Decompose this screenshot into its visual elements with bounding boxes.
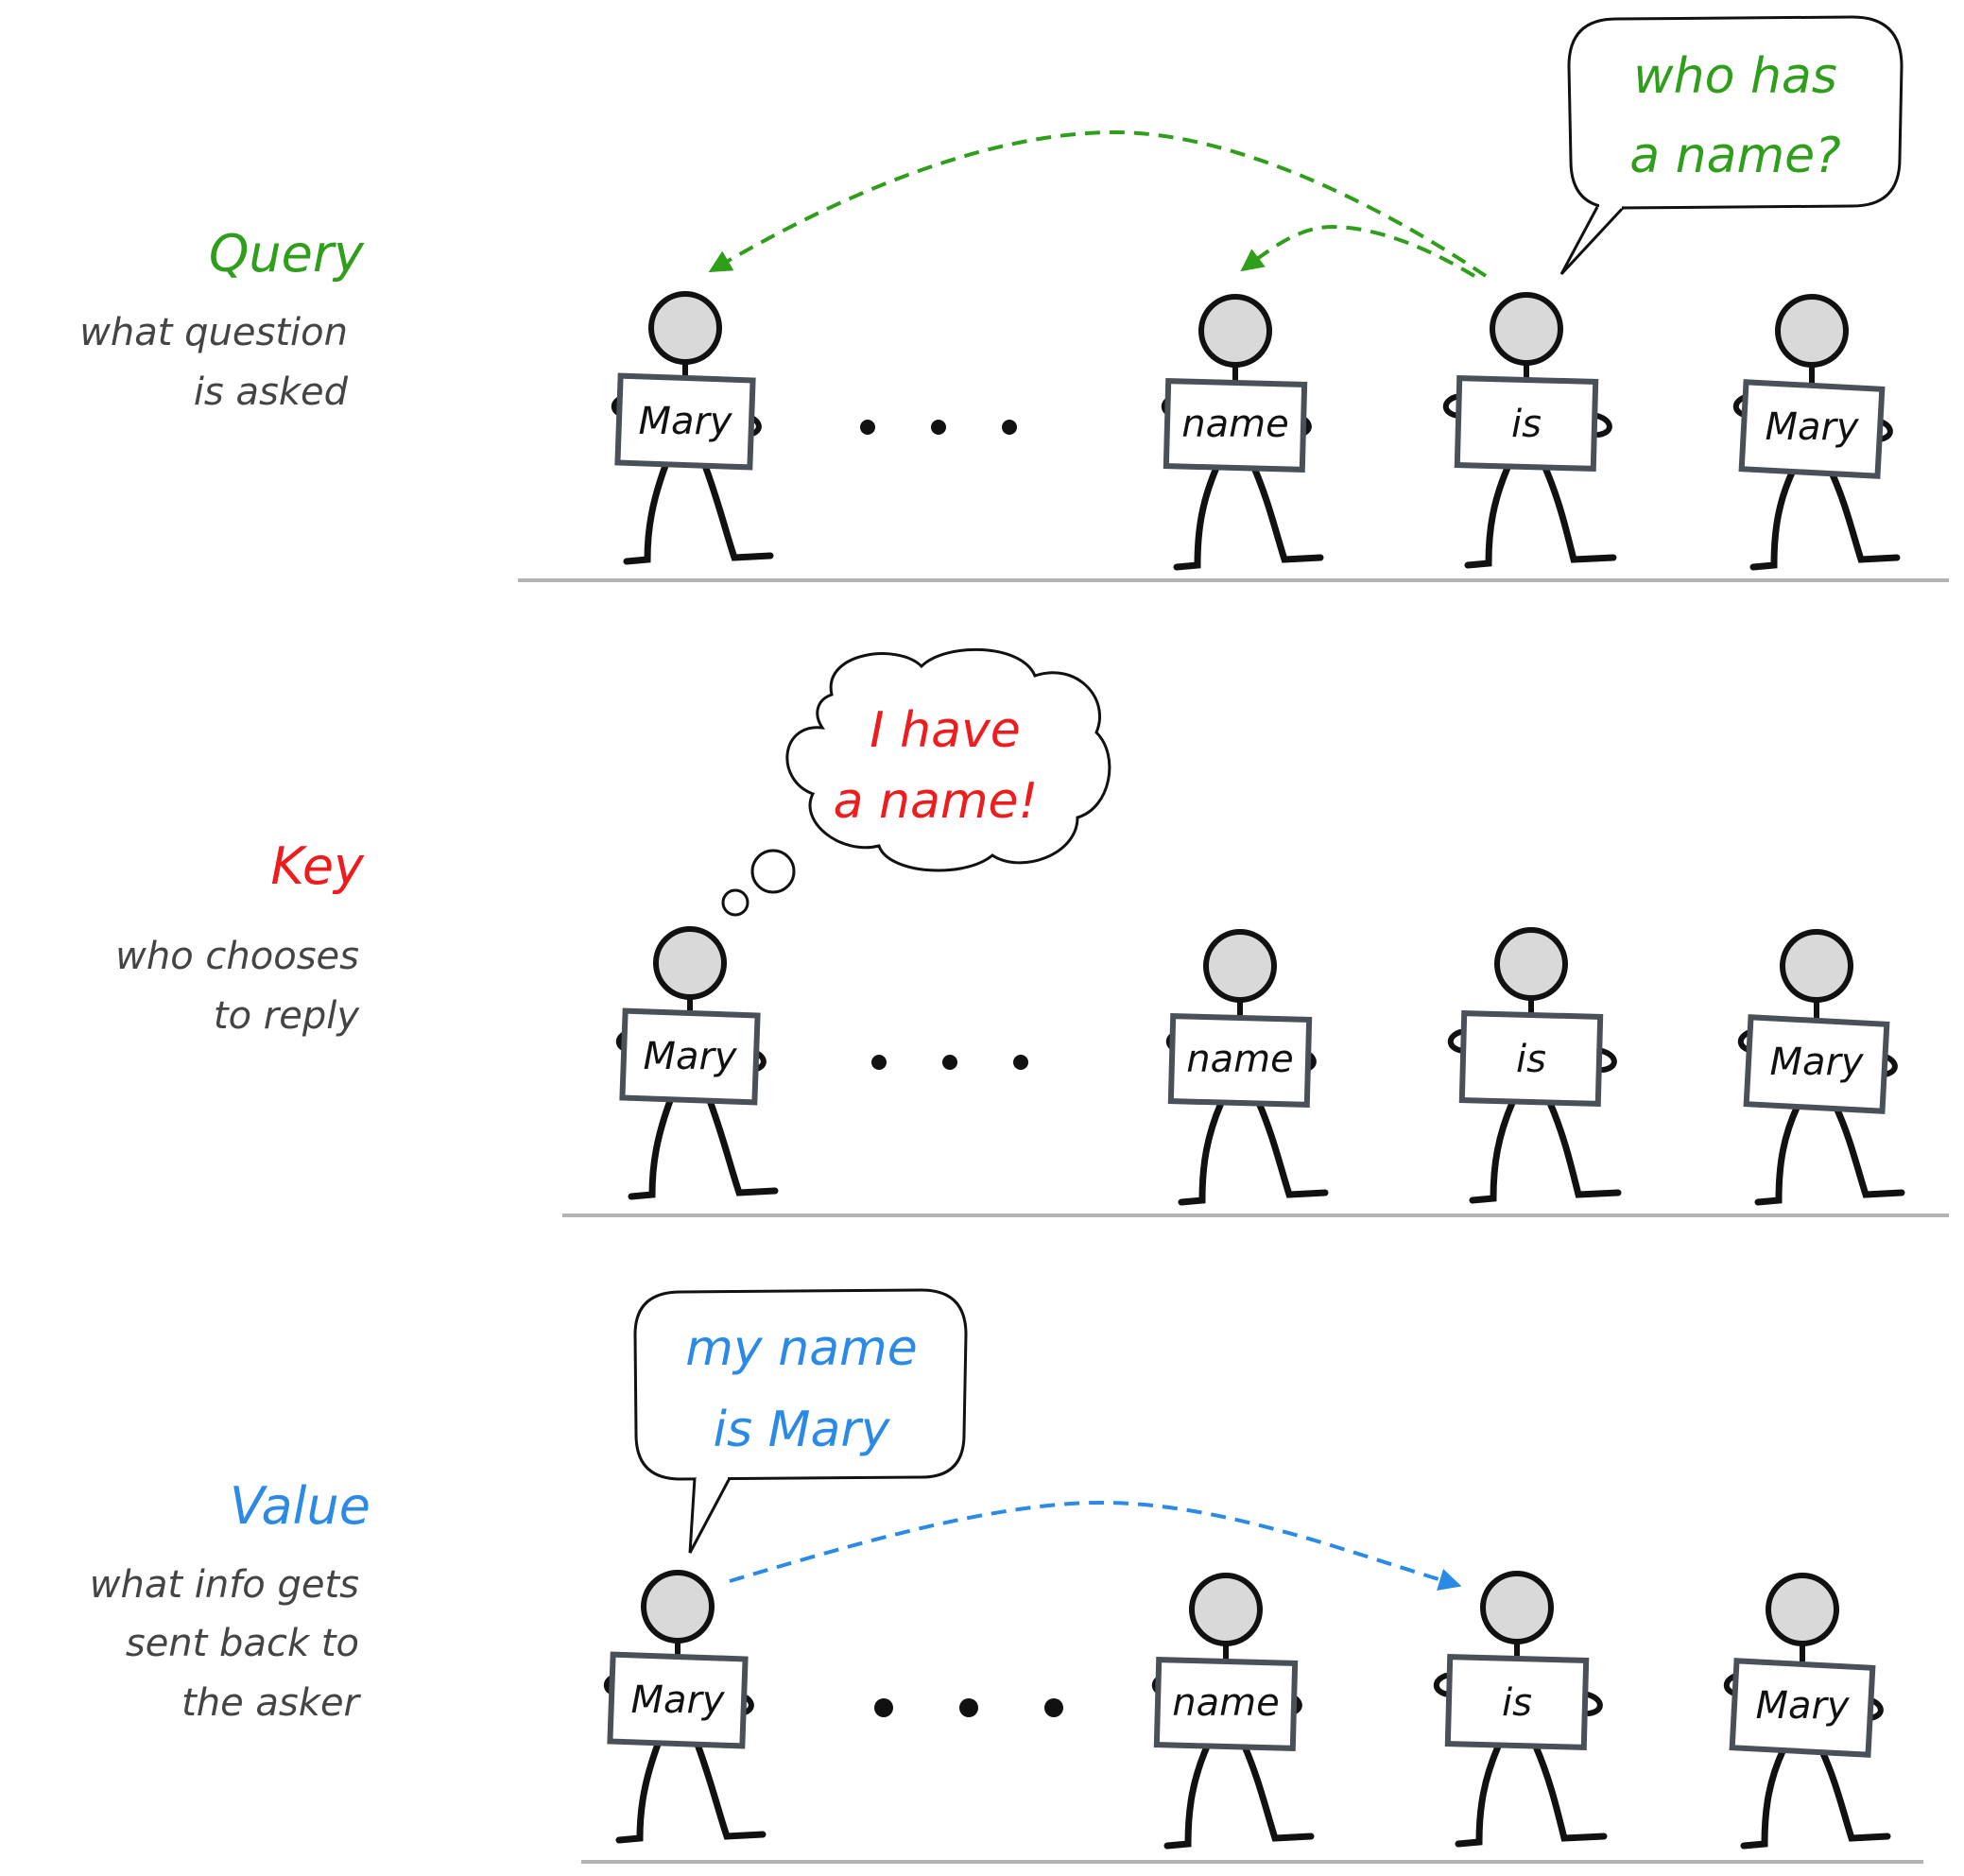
- bubble-line-1: I have: [870, 702, 1020, 759]
- figure-head: [1775, 294, 1849, 368]
- bubble-line-2: is Mary: [714, 1402, 891, 1458]
- stick-figure: Mary: [611, 291, 774, 565]
- sign-label: Mary: [643, 1035, 737, 1078]
- sign-label: is: [1502, 1681, 1532, 1725]
- word-sign: [619, 1007, 761, 1106]
- figure-head: [641, 1570, 715, 1644]
- value-desc-line-2: sent back to: [126, 1622, 359, 1665]
- row-key: Key who chooses to reply Mary name: [115, 647, 1949, 1217]
- stick-figure: is: [1433, 1571, 1608, 1848]
- figure-head: [1198, 294, 1272, 368]
- word-sign: [1729, 1658, 1876, 1758]
- query-desc-line-1: what question: [79, 311, 348, 354]
- sign-label: name: [1181, 403, 1288, 446]
- word-sign: [1743, 1014, 1890, 1114]
- speech-bubble: who has a name?: [1559, 15, 1904, 276]
- sign-label: name: [1186, 1038, 1293, 1081]
- ellipsis: [874, 1698, 1063, 1717]
- ellipsis: [860, 420, 1017, 435]
- query-arrow-to-mary: [708, 129, 1488, 278]
- row-value: Value what info gets sent back to the as…: [90, 1288, 1923, 1864]
- sign-label: Mary: [1769, 1041, 1864, 1084]
- stick-figure: Mary: [603, 1570, 767, 1844]
- stick-figure: is: [1447, 927, 1622, 1204]
- sign-label: Mary: [1755, 1684, 1850, 1728]
- value-desc-line-1: what info gets: [90, 1563, 359, 1607]
- word-sign: [1454, 375, 1599, 472]
- bubble-line-1: my name: [685, 1320, 917, 1377]
- row-query: Query what question is asked Mary name: [79, 15, 1949, 582]
- ellipsis: [871, 1055, 1028, 1070]
- figure-head: [648, 291, 722, 365]
- key-title: Key: [270, 836, 365, 896]
- word-sign: [1458, 1010, 1604, 1107]
- value-title: Value: [230, 1476, 370, 1536]
- sign-label: name: [1172, 1681, 1279, 1725]
- stick-figure: name: [1151, 1573, 1315, 1850]
- stick-figure: Mary: [1732, 294, 1901, 571]
- word-sign: [1738, 379, 1886, 479]
- word-sign: [1444, 1654, 1590, 1750]
- stick-figure: is: [1442, 292, 1617, 569]
- word-sign: [1153, 1657, 1299, 1751]
- word-sign: [614, 372, 756, 471]
- sign-label: Mary: [630, 1678, 725, 1722]
- figure-head: [1189, 1573, 1263, 1646]
- query-desc-line-2: is asked: [194, 370, 349, 414]
- stick-figure: Mary: [1737, 929, 1905, 1206]
- figure-head: [1780, 929, 1853, 1003]
- sign-label: Mary: [1765, 405, 1859, 449]
- figure-head: [1766, 1573, 1839, 1646]
- sign-label: is: [1516, 1038, 1546, 1081]
- figure-head: [1494, 927, 1568, 1001]
- word-sign: [607, 1651, 749, 1749]
- bubble-line-2: a name?: [1629, 128, 1840, 184]
- value-desc-line-3: the asker: [181, 1681, 361, 1725]
- bubble-line-2: a name!: [834, 773, 1039, 830]
- figure-head: [1203, 929, 1277, 1003]
- stick-figure: name: [1165, 929, 1329, 1206]
- query-arrow-to-name: [1240, 224, 1476, 278]
- word-sign: [1167, 1013, 1313, 1108]
- figure-head: [1480, 1571, 1554, 1644]
- sign-label: Mary: [638, 400, 732, 443]
- figure-head: [1490, 292, 1563, 366]
- stick-figure: Mary: [1723, 1573, 1891, 1850]
- value-arrow-to-is: [729, 1500, 1462, 1591]
- query-title: Query: [209, 224, 365, 284]
- word-sign: [1163, 378, 1308, 473]
- bubble-line-1: who has: [1633, 48, 1837, 105]
- stick-figure: Mary: [615, 926, 779, 1200]
- thought-bubble: I have a name!: [721, 647, 1111, 917]
- speech-bubble: my name is Mary: [633, 1288, 968, 1554]
- figure-head: [653, 926, 727, 1000]
- sign-label: is: [1511, 403, 1542, 446]
- key-desc-line-2: to reply: [214, 994, 360, 1038]
- key-desc-line-1: who chooses: [115, 935, 359, 978]
- stick-figure: name: [1161, 294, 1324, 571]
